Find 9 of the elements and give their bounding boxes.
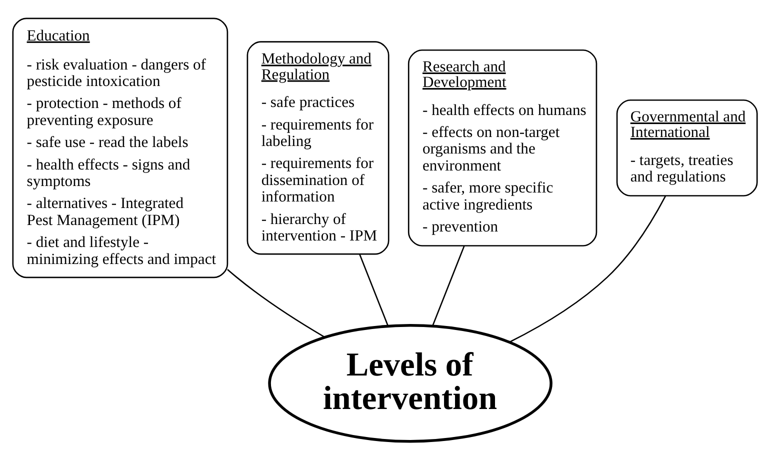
connector [432,246,465,326]
connector [359,254,389,326]
connector [227,268,325,338]
node-box: Research and Development - health effects on humans - effects on non-target organisms and the environment - safer, more specific active ingredients - prevention [408,49,598,246]
node-box: Governmental and International - targets, treaties and regulations [616,99,758,196]
node-box: Methodology and Regulation - safe practices - requirements for labeling - requirements for dissemination of information - hierarchy of intervention - IPM [246,41,390,255]
node-box: Education - risk evaluation - dangers of pesticide intoxication - protection - methods of preventing exposure - safe use - read the labels - health effects - signs and symptoms - alternatives - Integrated Pest Management (IPM) - diet and lifestyle - minimizing effects and impact [12,18,228,278]
connector [509,196,666,343]
node-ellipse: Levels of intervention [268,324,552,443]
